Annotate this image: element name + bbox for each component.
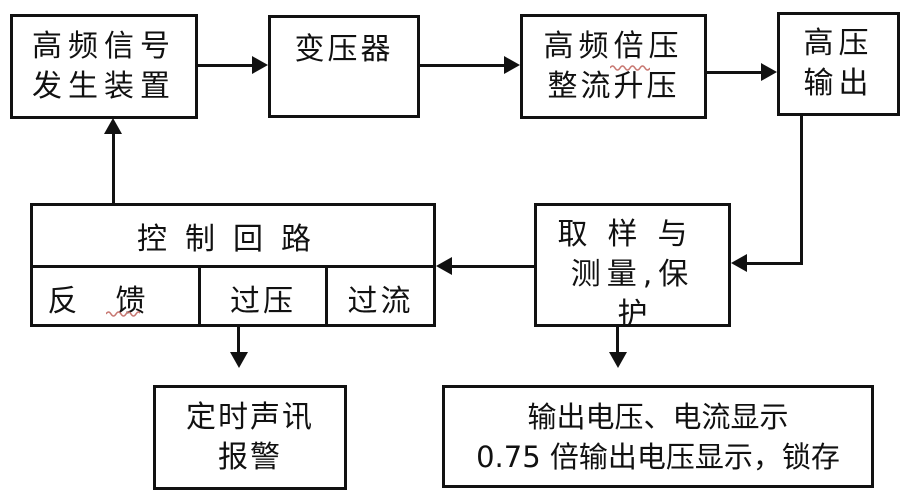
cell-overvoltage: 过压 <box>198 268 325 327</box>
box-label-line: 发生装置 <box>32 68 176 104</box>
connector-transformer-to-doubler <box>420 64 504 67</box>
box-label-line: 输出电压、电流显示 <box>527 399 789 434</box>
control-loop-cells: 反馈 过压 过流 <box>33 265 433 327</box>
box-output-display: 输出电压、电流显示 0.75 倍输出电压显示，锁存 <box>442 385 874 488</box>
box-label-line: 整流升压 <box>547 68 680 104</box>
box-label-line: 高压 <box>803 26 874 61</box>
arrowhead-up-icon <box>104 118 122 134</box>
box-sampling-measure-protect: 取样与 测量,保 护 <box>534 203 731 327</box>
box-control-loop: 控制回路 反馈 过压 过流 <box>30 203 436 327</box>
box-transformer: 变压器 <box>268 15 420 118</box>
box-hf-signal-generator: 高频信号 发生装置 <box>10 14 198 119</box>
control-loop-title: 控制回路 <box>137 221 329 257</box>
arrowhead-left-icon <box>731 254 747 272</box>
cell-overcurrent: 过流 <box>325 268 433 327</box>
box-label-line-clipped: 护 <box>617 297 648 327</box>
connector-hv-down <box>800 116 803 265</box>
box-label-line: 定时声讯 <box>186 399 314 435</box>
connector-signal-to-transformer <box>198 64 252 67</box>
arrowhead-down-icon <box>230 352 248 368</box>
connector-hv-to-sampling <box>747 262 803 265</box>
box-hv-output: 高压 输出 <box>777 12 900 116</box>
box-label-line: 高频倍压 <box>544 27 684 71</box>
cell-feedback: 反馈 <box>47 283 184 319</box>
arrowhead-left-icon <box>436 257 452 275</box>
box-label-line: 0.75 倍输出电压显示，锁存 <box>476 439 840 474</box>
arrowhead-right-icon <box>761 63 777 81</box>
arrowhead-right-icon <box>504 56 520 74</box>
box-hf-voltage-doubler: 高频倍压 整流升压 <box>520 14 707 119</box>
connector-doubler-to-hv <box>707 71 761 74</box>
connector-control-to-alarm <box>237 327 240 353</box>
box-label-line: 输出 <box>803 66 874 101</box>
box-label-line: 高频信号 <box>32 28 176 64</box>
connector-sampling-to-control <box>452 265 534 268</box>
connector-sampling-to-display <box>616 327 619 353</box>
box-label-line: 取样与 <box>557 217 708 252</box>
spellcheck-squiggle-icon <box>106 311 140 317</box>
connector-control-to-signal <box>112 134 115 203</box>
box-timed-audio-alarm: 定时声讯 报警 <box>153 385 347 490</box>
spellcheck-squiggle-icon <box>609 64 650 71</box>
box-label-line: 报警 <box>218 439 282 475</box>
arrowhead-right-icon <box>252 56 268 74</box>
arrowhead-down-icon <box>609 352 627 368</box>
box-label-line: 变压器 <box>294 32 394 67</box>
box-label-line: 测量,保 <box>570 257 695 292</box>
